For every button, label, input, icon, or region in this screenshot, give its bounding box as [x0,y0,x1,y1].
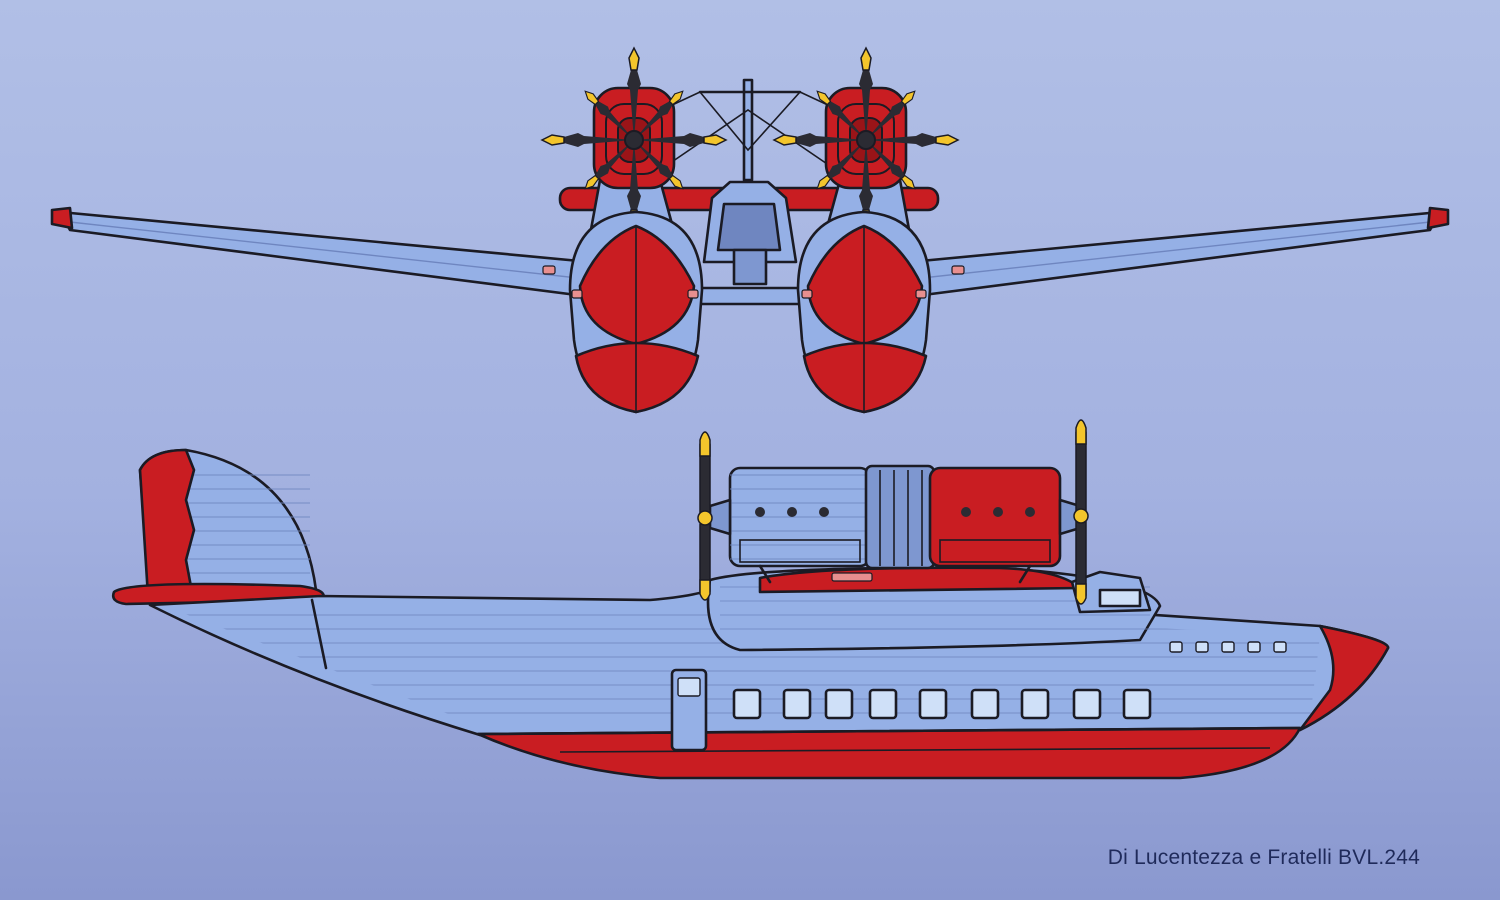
engine-icon [708,464,1082,584]
propeller-icon [1073,419,1089,605]
cabin-windows [732,641,1287,720]
propeller-icon [773,47,959,233]
tail-icon [639,78,861,182]
side-view [111,419,1390,780]
hull-icon [568,210,704,414]
cockpit [702,180,798,286]
wing-icon [50,206,602,300]
door [670,668,708,752]
wing-icon [898,206,1450,300]
hull-icon [796,210,932,414]
aircraft-caption: Di Lucentezza e Fratelli BVL.244 [1107,846,1420,869]
propeller-icon [541,47,727,233]
tail-icon [138,448,318,602]
propeller-icon [697,431,713,601]
front-view [50,47,1450,414]
